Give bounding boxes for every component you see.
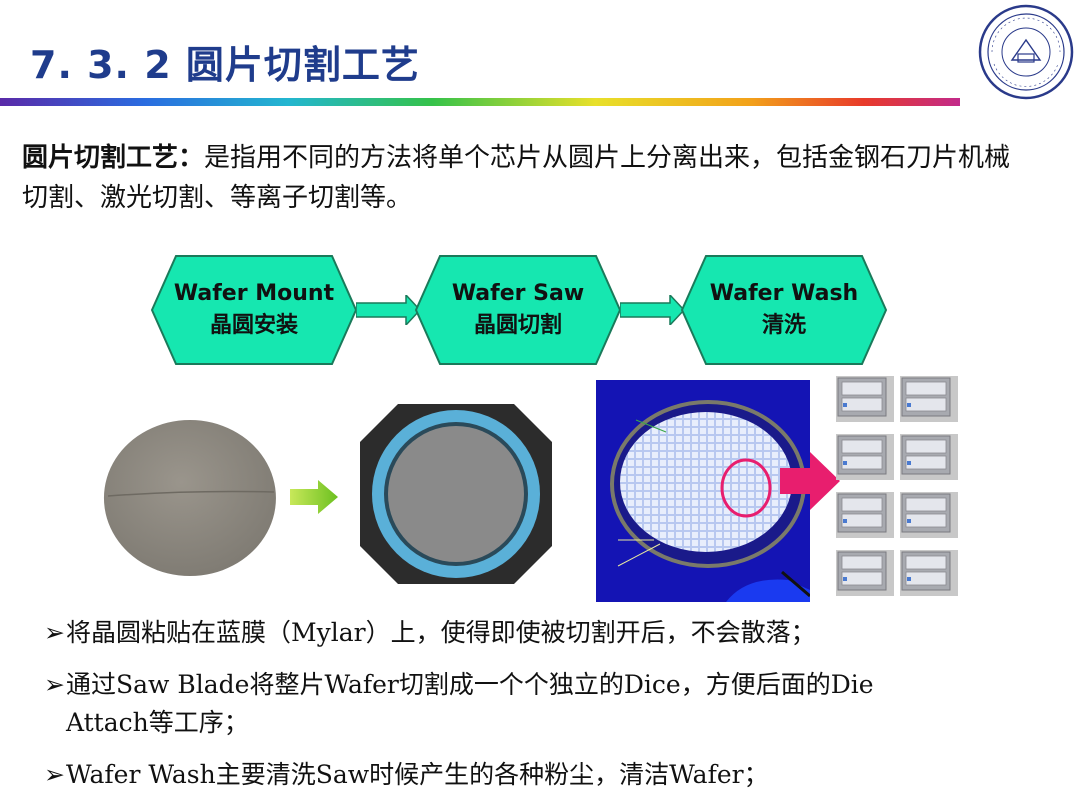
intro-paragraph: 圆片切割工艺：是指用不同的方法将单个芯片从圆片上分离出来，包括金钢石刀片机械切割… [22, 138, 1032, 218]
bullet-list: ➢将晶圆粘贴在蓝膜（Mylar）上，使得即使被切割开后，不会散落； ➢通过Saw… [44, 614, 1054, 808]
separated-dice-image [836, 376, 959, 597]
bare-wafer-image [103, 420, 276, 576]
wafer-arrow-icon [290, 480, 338, 514]
bullet-item: ➢将晶圆粘贴在蓝膜（Mylar）上，使得即使被切割开后，不会散落； [44, 614, 1054, 652]
bullet-marker: ➢ [44, 670, 65, 699]
step-zh-label: 晶圆安装 [209, 313, 298, 338]
bullet-text: 通过Saw Blade将整片Wafer切割成一个个独立的Dice，方便后面的Di… [66, 670, 874, 737]
flow-arrow-1 [356, 295, 422, 325]
bullet-item: ➢Wafer Wash主要清洗Saw时候产生的各种粉尘，清洁Wafer； [44, 756, 1054, 794]
title-rainbow-rule [0, 98, 960, 106]
flow-arrow-2 [620, 295, 686, 325]
bullet-item: ➢通过Saw Blade将整片Wafer切割成一个个独立的Dice，方便后面的D… [44, 666, 946, 742]
step-zh-label: 晶圆切割 [473, 313, 562, 338]
dice-arrow-icon [780, 452, 840, 510]
bullet-marker: ➢ [44, 618, 65, 647]
step-en-label: Wafer Mount [173, 281, 335, 306]
bullet-text: Wafer Wash主要清洗Saw时候产生的各种粉尘，清洁Wafer； [66, 760, 769, 789]
university-seal-logo [978, 4, 1074, 100]
step-zh-label: 清洗 [761, 313, 806, 338]
step-wafer-wash: Wafer Wash 清洗 [680, 254, 888, 366]
diced-wafer-image [596, 380, 810, 602]
intro-term: 圆片切割工艺： [22, 143, 205, 173]
step-en-label: Wafer Wash [709, 281, 859, 306]
step-wafer-saw: Wafer Saw 晶圆切割 [414, 254, 622, 366]
bullet-text: 将晶圆粘贴在蓝膜（Mylar）上，使得即使被切割开后，不会散落； [66, 618, 816, 647]
intro-text: 是指用不同的方法将单个芯片从圆片上分离出来，包括金钢石刀片机械切割、激光切割、等… [22, 143, 1011, 213]
mounted-wafer-image [360, 404, 552, 584]
step-wafer-mount: Wafer Mount 晶圆安装 [150, 254, 358, 366]
bullet-marker: ➢ [44, 760, 65, 789]
page-title: 7. 3. 2 圆片切割工艺 [30, 43, 420, 87]
step-en-label: Wafer Saw [451, 281, 585, 306]
